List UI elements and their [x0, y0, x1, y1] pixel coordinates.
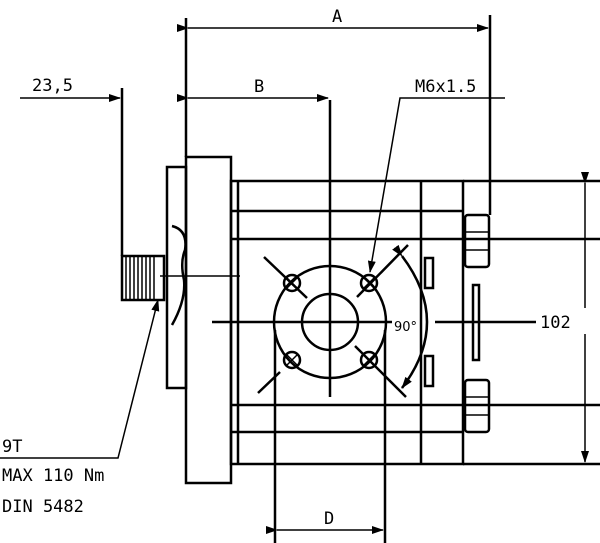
hub-detail: [170, 224, 187, 326]
flange: [184, 155, 233, 485]
angle-label: 90°: [394, 320, 417, 335]
splined-shaft: [120, 254, 166, 302]
dimension-b-label: B: [254, 77, 264, 97]
bolt-heads: [463, 213, 491, 434]
torque-label: MAX 110 Nm: [2, 466, 104, 486]
dimension-d-label: D: [324, 509, 334, 529]
hub: [165, 165, 188, 390]
shaft-leader: [0, 299, 160, 459]
standard-label: DIN 5482: [2, 497, 84, 517]
offset-label: 23,5: [32, 76, 73, 96]
thread-leader: [367, 97, 505, 273]
port-flange: 90°: [212, 100, 560, 543]
dimension-a-label: A: [332, 7, 342, 27]
thread-label: M6x1.5: [415, 77, 476, 97]
height-label: 102: [540, 313, 571, 333]
teeth-label: 9T: [2, 437, 22, 457]
